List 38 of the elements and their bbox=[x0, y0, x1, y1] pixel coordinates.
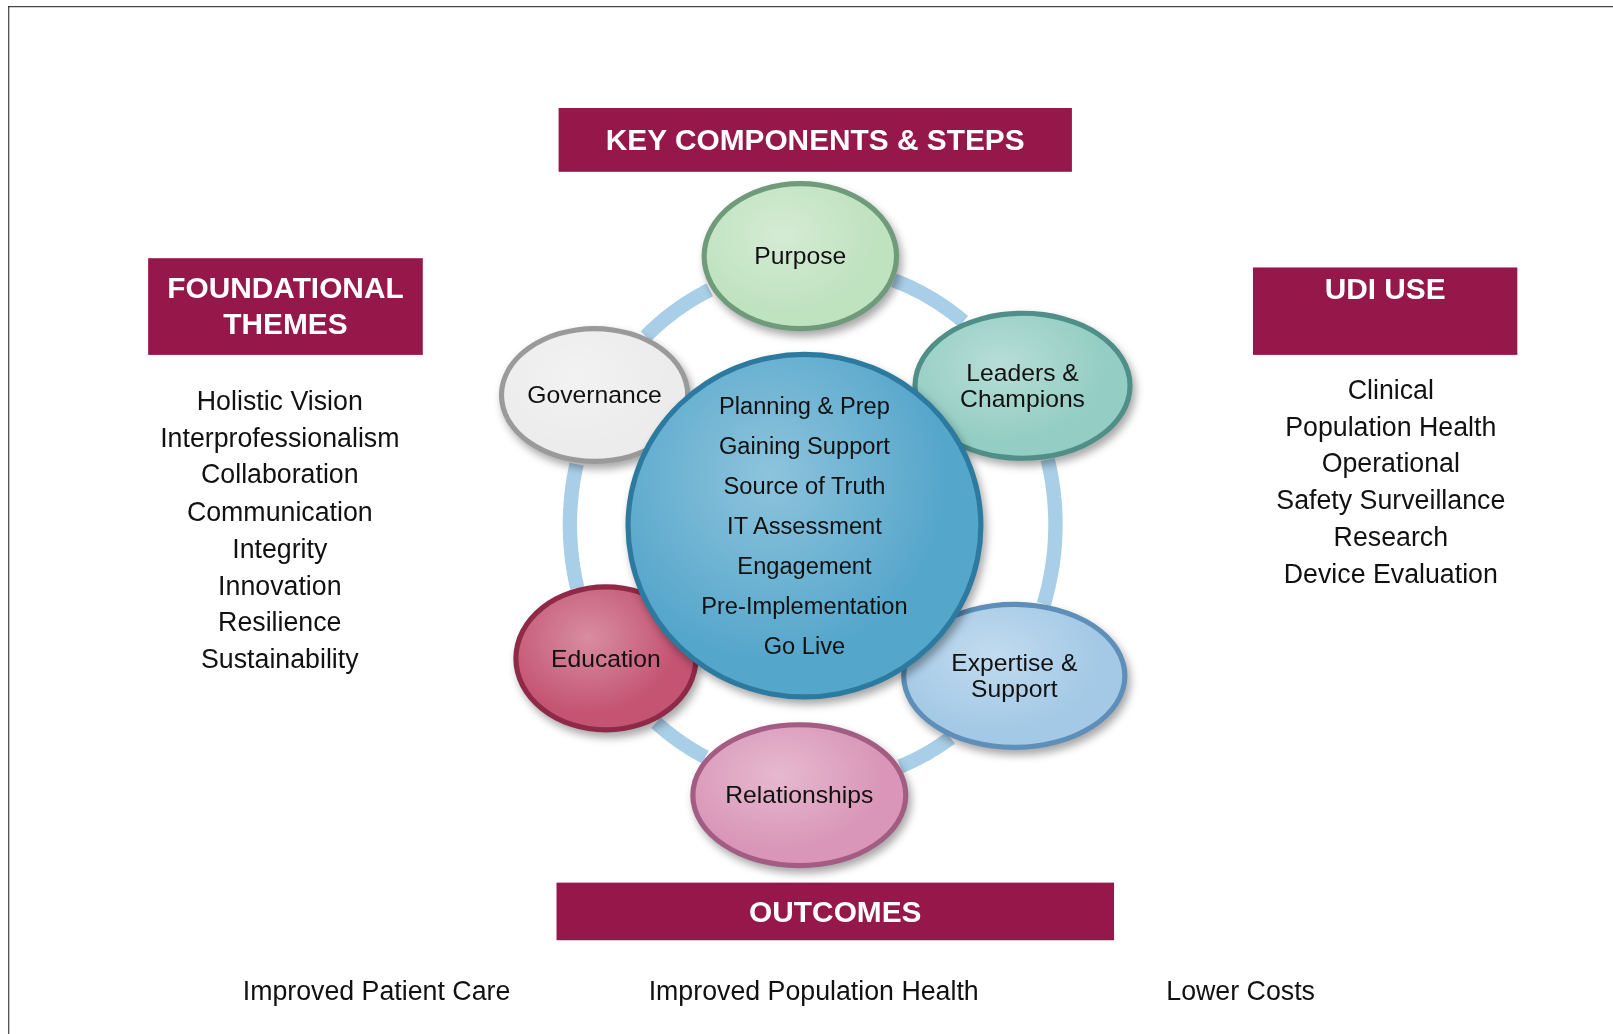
node-text: Engagement bbox=[737, 550, 872, 581]
header-band bbox=[1252, 267, 1518, 355]
header-band bbox=[148, 258, 423, 355]
header-text: OUTCOMES bbox=[749, 893, 922, 930]
node-text: Expertise & Support bbox=[950, 649, 1079, 703]
node-text: Go Live bbox=[763, 631, 846, 661]
header-text: FOUNDATIONAL THEMES bbox=[166, 270, 405, 343]
outcome-text: Improved Population Health bbox=[648, 975, 979, 1008]
list-item: Communication bbox=[186, 494, 373, 529]
list-item: Safety Surveillance bbox=[1276, 483, 1506, 518]
list-item: Holistic Vision bbox=[196, 384, 363, 419]
list-item: Integrity bbox=[232, 531, 328, 566]
node-text: IT Assessment bbox=[727, 510, 882, 541]
list-item: Clinical bbox=[1347, 373, 1434, 408]
header-text: UDI USE bbox=[1324, 271, 1446, 308]
node-text: Pre-Implementation bbox=[701, 591, 908, 621]
node-text: Planning & Prep bbox=[718, 390, 890, 421]
node-text: Leaders & Champions bbox=[959, 359, 1086, 413]
list-item: Innovation bbox=[218, 568, 342, 603]
list-item: Research bbox=[1333, 520, 1449, 555]
list-item: Operational bbox=[1321, 446, 1460, 481]
node-text: Relationships bbox=[725, 781, 874, 809]
node-text: Gaining Support bbox=[718, 430, 890, 461]
node-text: Purpose bbox=[754, 242, 847, 270]
list-item: Collaboration bbox=[201, 458, 359, 493]
outcome-text: Lower Costs bbox=[1166, 975, 1315, 1008]
node-text: Education bbox=[551, 645, 661, 672]
outcome-text: Improved Patient Care bbox=[242, 975, 511, 1008]
node-text: Governance bbox=[527, 381, 662, 409]
list-item: Device Evaluation bbox=[1283, 557, 1498, 591]
header-text: KEY COMPONENTS & STEPS bbox=[605, 121, 1025, 158]
header-band bbox=[556, 882, 1115, 941]
list-item: Resilience bbox=[218, 605, 342, 639]
header-band bbox=[558, 108, 1072, 172]
node-text: Source of Truth bbox=[723, 470, 886, 501]
list-item: Population Health bbox=[1285, 410, 1497, 445]
list-item: Interprofessionalism bbox=[160, 421, 400, 456]
list-item: Sustainability bbox=[201, 641, 359, 676]
